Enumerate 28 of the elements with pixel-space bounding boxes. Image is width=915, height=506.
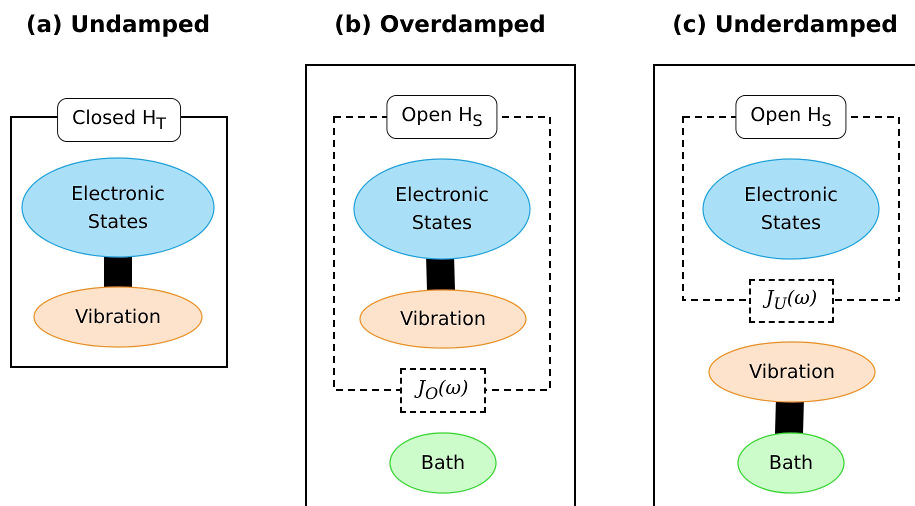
node-label: Vibration: [74, 305, 162, 330]
panel-title: (b) Overdamped: [334, 12, 546, 38]
panel-frame: [653, 64, 915, 506]
node-label: Electronic States: [743, 183, 839, 236]
panel-title: (c) Underdamped: [672, 12, 898, 38]
ellipse-node: [359, 289, 527, 349]
ellipse-node: [21, 157, 215, 258]
ellipse-node: [389, 432, 497, 494]
node-label: Vibration: [748, 360, 836, 385]
ellipse-node: [702, 158, 880, 260]
node-label: Electronic States: [70, 182, 166, 234]
node-label: Electronic States: [394, 183, 490, 236]
frame-title: Closed H$_{T}$: [57, 98, 181, 142]
node-label: Bath: [420, 451, 466, 476]
dashed-label-box: [400, 368, 486, 413]
ellipse-node: [33, 286, 203, 348]
frame-title: Open H$_{S}$: [386, 95, 498, 139]
ellipse-node: [737, 432, 845, 494]
node-label: Bath: [768, 451, 814, 476]
frame-title: Open H$_{S}$: [735, 95, 847, 139]
panel-title: (a) Undamped: [26, 12, 210, 38]
math-label: J$_{O}$(ω): [402, 374, 484, 408]
group-frame: [10, 98, 228, 368]
math-label: J$_{U}$(ω): [751, 284, 832, 318]
ellipse-node: [708, 341, 876, 403]
node-label: Vibration: [399, 307, 487, 332]
panel-frame: [305, 64, 576, 506]
ellipse-node: [353, 158, 531, 260]
